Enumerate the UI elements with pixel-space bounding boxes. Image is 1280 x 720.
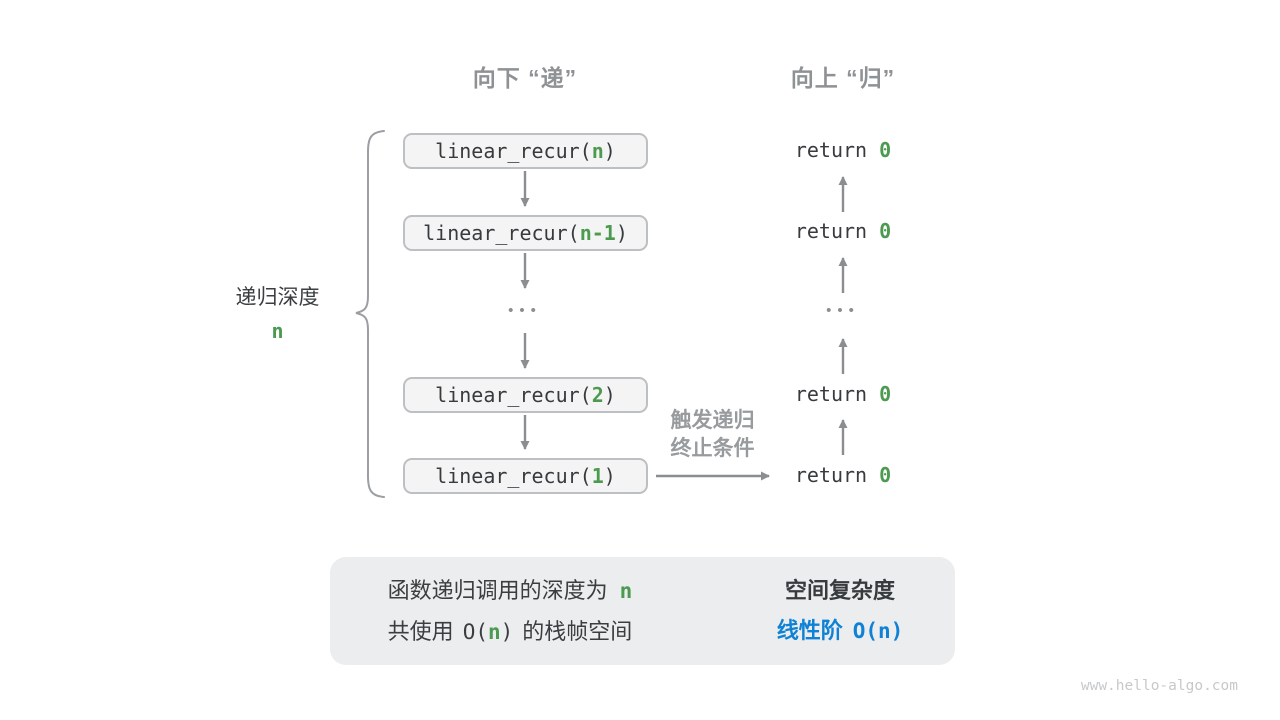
return-stmt-3: return 0 bbox=[763, 382, 923, 407]
complexity-big-o: O(n) bbox=[852, 619, 904, 643]
return-value: 0 bbox=[879, 219, 892, 243]
big-o-n: n bbox=[487, 620, 501, 644]
call-arg: n-1 bbox=[579, 221, 616, 245]
summary-panel bbox=[330, 557, 955, 665]
call-text: linear_recur( bbox=[435, 383, 592, 407]
return-value: 0 bbox=[879, 382, 892, 406]
ellipsis-returns: ••• bbox=[826, 302, 860, 319]
call-text: ) bbox=[603, 464, 616, 488]
call-arg: 1 bbox=[591, 464, 604, 488]
complexity-order-label: 线性阶 bbox=[776, 618, 843, 643]
call-text: linear_recur( bbox=[435, 139, 592, 163]
summary-depth-line: 函数递归调用的深度为 n bbox=[350, 578, 670, 604]
header-ascend: 向上 “归” bbox=[790, 65, 896, 91]
base-case-note-line1: 触发递归 bbox=[670, 409, 755, 432]
return-stmt-1: return 0 bbox=[763, 138, 923, 163]
site-watermark: www.hello-algo.com bbox=[1080, 678, 1238, 694]
return-stmt-4: return 0 bbox=[763, 463, 923, 488]
return-keyword: return bbox=[794, 219, 868, 243]
call-box-n-1: linear_recur(n-1) bbox=[403, 215, 648, 251]
call-arg: n bbox=[591, 139, 604, 163]
depth-brace bbox=[355, 130, 385, 498]
return-value: 0 bbox=[879, 138, 892, 162]
summary-space-line: 共使用 O(n) 的栈帧空间 bbox=[348, 619, 672, 645]
call-text: ) bbox=[615, 221, 628, 245]
call-box-2: linear_recur(2) bbox=[403, 377, 648, 413]
big-o-open-text: O( bbox=[462, 620, 488, 644]
space-complexity-title: 空间复杂度 bbox=[784, 578, 895, 603]
big-o-close-text: ) bbox=[500, 620, 514, 644]
space-complexity-result: 线性阶 O(n) bbox=[740, 617, 940, 645]
call-text: ) bbox=[603, 383, 616, 407]
base-case-note-line2: 终止条件 bbox=[670, 437, 755, 460]
call-box-n: linear_recur(n) bbox=[403, 133, 648, 169]
return-value: 0 bbox=[879, 463, 892, 487]
call-text: ) bbox=[603, 139, 616, 163]
return-keyword: return bbox=[794, 382, 868, 406]
call-text: linear_recur( bbox=[435, 464, 592, 488]
depth-value: n bbox=[271, 319, 284, 343]
summary-space-tail: 的栈帧空间 bbox=[522, 619, 633, 644]
return-keyword: return bbox=[794, 138, 868, 162]
return-stmt-2: return 0 bbox=[763, 219, 923, 244]
summary-space-text: 共使用 bbox=[387, 619, 454, 644]
base-case-note: 触发递归 终止条件 bbox=[650, 407, 775, 463]
big-o-open: O(n) bbox=[463, 620, 514, 644]
ellipsis-calls: ••• bbox=[508, 302, 542, 319]
summary-depth-n: n bbox=[619, 579, 633, 603]
header-descend: 向下 “递” bbox=[472, 65, 578, 91]
depth-label: 递归深度 bbox=[235, 286, 320, 309]
call-box-1: linear_recur(1) bbox=[403, 458, 648, 494]
return-keyword: return bbox=[794, 463, 868, 487]
summary-depth-text: 函数递归调用的深度为 bbox=[387, 578, 608, 603]
call-text: linear_recur( bbox=[423, 221, 580, 245]
call-arg: 2 bbox=[591, 383, 604, 407]
